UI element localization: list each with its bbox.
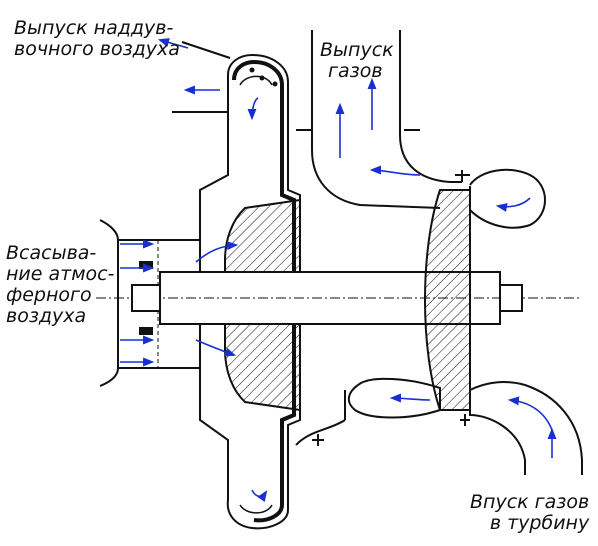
charge-air-duct xyxy=(172,41,231,113)
label-line: ферного xyxy=(6,284,92,306)
rotor-shaft xyxy=(96,261,580,335)
label-line: вочного воздуха xyxy=(14,38,180,60)
label-line: Выпуск наддув- xyxy=(14,17,174,39)
label-charge-air-outlet: Выпуск наддув- вочного воздуха xyxy=(14,18,180,60)
label-turbine-gas-inlet: Впуск газов в турбину xyxy=(470,492,589,534)
lower-casing xyxy=(295,390,346,446)
label-line: воздуха xyxy=(6,305,87,327)
turbine-wheel xyxy=(423,189,471,411)
intake-duct xyxy=(99,219,200,387)
label-line: Всасыва- xyxy=(6,242,97,264)
label-exhaust-outlet: Выпуск газов xyxy=(320,40,394,82)
label-atmospheric-intake: Всасыва- ние атмос- ферного воздуха xyxy=(6,243,114,327)
label-line: газов xyxy=(328,60,383,82)
exhaust-duct xyxy=(296,30,470,209)
label-line: Впуск газов xyxy=(470,491,590,513)
compressor-casing xyxy=(199,53,301,530)
label-line: ние атмос- xyxy=(6,263,115,285)
label-line: Выпуск xyxy=(320,39,394,61)
label-line: в турбину xyxy=(489,512,590,534)
flow-arrows xyxy=(120,38,557,502)
